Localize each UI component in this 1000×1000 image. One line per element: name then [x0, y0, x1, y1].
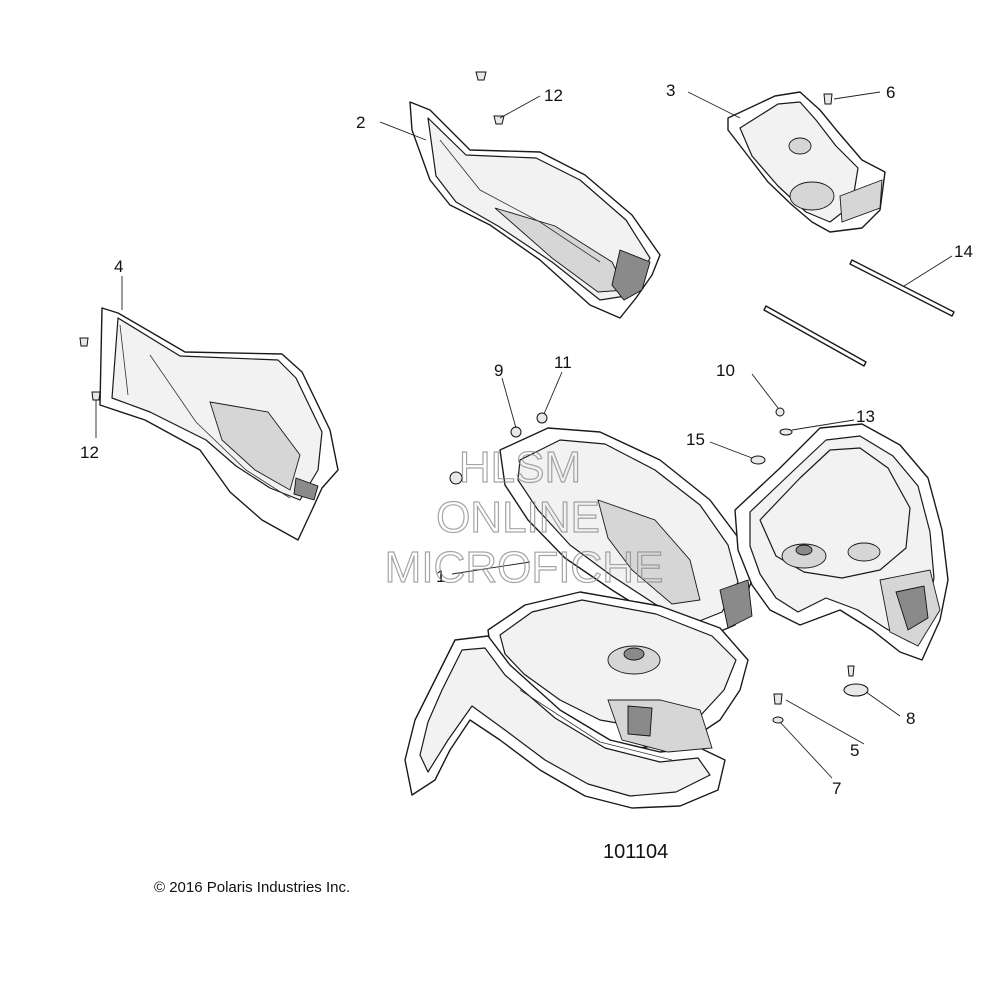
callout-3: 3	[666, 81, 675, 100]
plate-8	[843, 683, 869, 697]
watermark-line-1: HLSM	[459, 443, 581, 492]
copyright-notice: © 2016 Polaris Industries Inc.	[154, 879, 350, 896]
fastener-9	[510, 426, 522, 438]
fastener-12-top-a	[475, 71, 487, 81]
fastener-12-left-a	[79, 337, 89, 347]
part-1-rear-tray[interactable]	[734, 423, 949, 661]
callout-10: 10	[716, 361, 735, 380]
callout-1: 1	[436, 567, 445, 586]
washer-7	[772, 716, 784, 724]
diagram-id: 101104	[603, 841, 668, 863]
bolt-8	[847, 665, 855, 677]
callout-2: 2	[356, 113, 365, 132]
callout-4: 4	[114, 257, 123, 276]
fastener-10	[775, 407, 785, 417]
fastener-11	[536, 412, 548, 424]
fastener-6	[823, 93, 833, 105]
callout-13: 13	[856, 407, 875, 426]
leader-lines	[95, 91, 953, 779]
watermark-line-2: ONLINE	[436, 493, 600, 542]
callout-8: 8	[906, 709, 915, 728]
callout-12-left: 12	[80, 443, 99, 462]
callout-6: 6	[886, 83, 895, 102]
part-1-front-fender[interactable]	[404, 427, 753, 809]
watermark: HLSM ONLINE MICROFICHE	[384, 442, 664, 592]
callout-15: 15	[686, 430, 705, 449]
watermark-line-3: MICROFICHE	[385, 543, 664, 592]
callout-9: 9	[494, 361, 503, 380]
part-4-left-side-panel[interactable]	[99, 307, 339, 541]
callout-11: 11	[554, 353, 572, 372]
nut-left	[449, 471, 463, 485]
hardware-parts	[79, 71, 869, 724]
washer-13	[779, 428, 793, 436]
part-14-rods[interactable]	[763, 259, 955, 367]
part-2-side-panel[interactable]	[409, 101, 661, 319]
fastener-12-left-b	[91, 391, 101, 401]
callout-7: 7	[832, 779, 841, 798]
washer-15	[750, 455, 766, 465]
bolt-5	[773, 693, 783, 705]
callout-labels: 2 12 3 6 4 12 14 9 11 10 13 15 1 5 7 8	[80, 81, 973, 798]
fastener-12-top-b	[493, 115, 505, 125]
part-3-bracket[interactable]	[727, 91, 886, 233]
callout-14: 14	[954, 242, 973, 261]
callout-5: 5	[850, 741, 859, 760]
callout-12-top: 12	[544, 86, 563, 105]
